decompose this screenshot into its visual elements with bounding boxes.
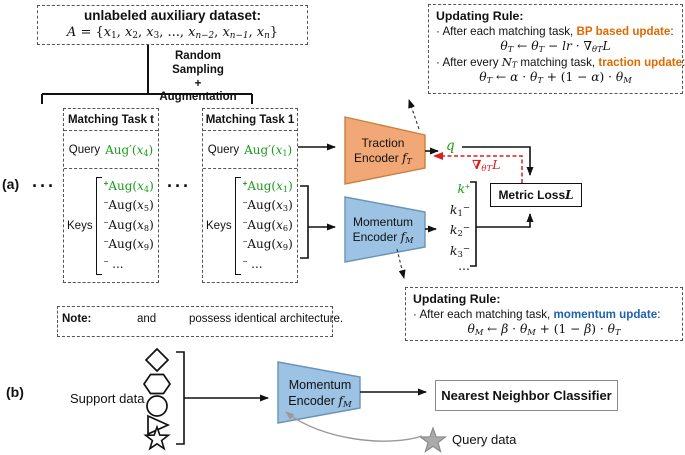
key-item: −Aug(x8) xyxy=(103,217,154,233)
k-plus-label: k+ xyxy=(457,180,470,196)
momentum-encoder-label: Momentum Encoder fM xyxy=(347,215,419,244)
traction-encoder-line1: Traction xyxy=(361,136,405,150)
traction-encoder-label: Traction Encoder fT xyxy=(347,136,419,165)
diamond-icon xyxy=(144,347,170,373)
ellipsis-middle: ··· xyxy=(167,176,191,196)
task-t-query-value: Aug′(x4) xyxy=(105,142,154,158)
task-1-query-label: Query xyxy=(207,143,240,156)
momentum-update-line: · After each matching task, momentum upd… xyxy=(413,308,661,321)
keys-gather-bracket xyxy=(300,185,309,259)
support-gather-bracket xyxy=(176,351,185,445)
task-1-query-value: Aug′(x1) xyxy=(244,142,293,158)
traction-update-line: · After every NT matching task, traction… xyxy=(436,55,685,70)
sampling-line3: Augmentation xyxy=(159,91,237,104)
dashed-link-momentum-update-rule xyxy=(396,248,406,279)
arrow-q-to-metric-loss xyxy=(462,146,534,176)
key-item: −Aug(x3) xyxy=(242,198,293,214)
updating-rule-momentum-box: Updating Rule: · After each matching tas… xyxy=(405,287,683,341)
task-1-keys-row: Keys +Aug(x1) −Aug(x3) −Aug(x6) −Aug(x9)… xyxy=(203,169,297,282)
sampling-tree-line xyxy=(41,44,253,104)
k-outputs-column: k+ k1− k2− k3− ... xyxy=(440,179,470,275)
note-box xyxy=(57,306,333,337)
traction-encoder-trapezoid xyxy=(344,116,426,185)
task-t-keys-label: Keys xyxy=(67,219,93,232)
hexagon-icon xyxy=(142,373,172,395)
note-and-text: and xyxy=(137,313,157,325)
k3-label: k3− xyxy=(449,242,470,260)
key-item: −Aug(x9) xyxy=(103,237,154,253)
note-label: Note: xyxy=(62,313,92,325)
updating-rule-title: Updating Rule: xyxy=(436,9,524,23)
momentum-encoder-trapezoid xyxy=(344,196,426,263)
task-1-key-list: +Aug(x1) −Aug(x3) −Aug(x6) −Aug(x9) − ..… xyxy=(243,177,293,275)
task-1-query-row: Query Aug′(x1) xyxy=(203,131,297,169)
panel-a-label: (a) xyxy=(2,176,20,192)
nearest-neighbor-classifier-box: Nearest Neighbor Classifier xyxy=(435,380,618,411)
panel-b-label: (b) xyxy=(6,384,24,400)
k2-label: k2− xyxy=(449,222,470,239)
momentum-encoder-line2: Encoder fM xyxy=(352,229,414,245)
circle-icon xyxy=(146,395,168,417)
k1-label: k1− xyxy=(449,201,470,219)
task-t-query-label: Query xyxy=(68,143,101,156)
traction-update-equation: θT ← α · θT + (1 − α) · θM xyxy=(479,70,632,85)
k-outputs-bracket xyxy=(470,181,477,267)
dashed-link-traction-update-rule xyxy=(408,99,420,130)
matching-task-t-box: Matching Task t Query Aug′(x4) Keys +Aug… xyxy=(63,108,159,283)
momentum-encoder-b-line1: Momentum xyxy=(288,378,352,392)
k-ellipsis: ... xyxy=(458,258,470,273)
task-t-title: Matching Task t xyxy=(64,109,158,131)
arrow-query-to-encoder xyxy=(285,411,423,442)
task-t-query-row: Query Aug′(x4) xyxy=(64,131,158,169)
dataset-formula: A = {x1, x2, x3, ..., xn−2, xn−1, xn} xyxy=(66,25,279,41)
task-t-keys-row: Keys +Aug(x4) −Aug(x5) −Aug(x8) −Aug(x9)… xyxy=(64,169,158,282)
key-item: −Aug(x9) xyxy=(242,237,293,253)
key-item: − ... xyxy=(242,256,263,271)
left-bracket-icon xyxy=(234,176,241,275)
unlabeled-dataset-box: unlabeled auxiliary dataset: A = {x1, x2… xyxy=(37,5,308,45)
task-1-title: Matching Task 1 xyxy=(203,109,297,131)
ellipsis-left: ··· xyxy=(32,176,56,196)
random-sampling-label: Random Sampling + Augmentation xyxy=(152,50,244,105)
left-bracket-icon xyxy=(95,176,102,275)
note-rest-text: possess identical architecture. xyxy=(189,313,344,325)
bp-update-equation: θT ← θT − lr · ∇θTL xyxy=(500,39,611,54)
arrow-gradient-feedback xyxy=(433,152,523,183)
support-data-label: Support data xyxy=(70,391,145,406)
task-t-key-list: +Aug(x4) −Aug(x5) −Aug(x8) −Aug(x9) − ..… xyxy=(104,177,154,275)
task-1-keys-label: Keys xyxy=(206,219,232,232)
sampling-line1: Random Sampling xyxy=(172,50,224,76)
gradient-label: ∇θTL xyxy=(472,157,501,174)
updating-rule-traction-box: Updating Rule: · After each matching tas… xyxy=(428,4,685,94)
metric-loss-box: Metric Loss L xyxy=(490,183,582,207)
momentum-update-equation: θM ← β · θM + (1 − β) · θT xyxy=(467,322,621,337)
arrow-keys-to-metric-loss xyxy=(476,213,534,228)
q-output-label: q xyxy=(446,138,455,154)
matching-task-1-box: Matching Task 1 Query Aug′(x1) Keys +Aug… xyxy=(202,108,298,283)
momentum-encoder-b-line2: Encoder fM xyxy=(288,393,352,411)
updating-rule-title: Updating Rule: xyxy=(413,292,501,306)
key-item: − ... xyxy=(103,256,124,271)
key-item: −Aug(x6) xyxy=(242,217,293,233)
star-outline-icon xyxy=(143,424,171,451)
dataset-title: unlabeled auxiliary dataset: xyxy=(83,8,262,23)
momentum-encoder-line1: Momentum xyxy=(352,215,414,229)
key-item: +Aug(x4) xyxy=(103,178,154,194)
query-data-label: Query data xyxy=(452,432,517,447)
momentum-encoder-b-trapezoid xyxy=(277,361,361,424)
sampling-line2: + xyxy=(194,77,202,90)
bp-update-line: · After each matching task, BP based upd… xyxy=(436,25,674,38)
key-item: −Aug(x5) xyxy=(103,198,154,214)
momentum-encoder-b-label: Momentum Encoder fM xyxy=(281,378,359,410)
key-item: +Aug(x1) xyxy=(242,178,293,194)
query-star-icon xyxy=(418,426,448,453)
traction-encoder-line2: Encoder fT xyxy=(354,150,412,166)
